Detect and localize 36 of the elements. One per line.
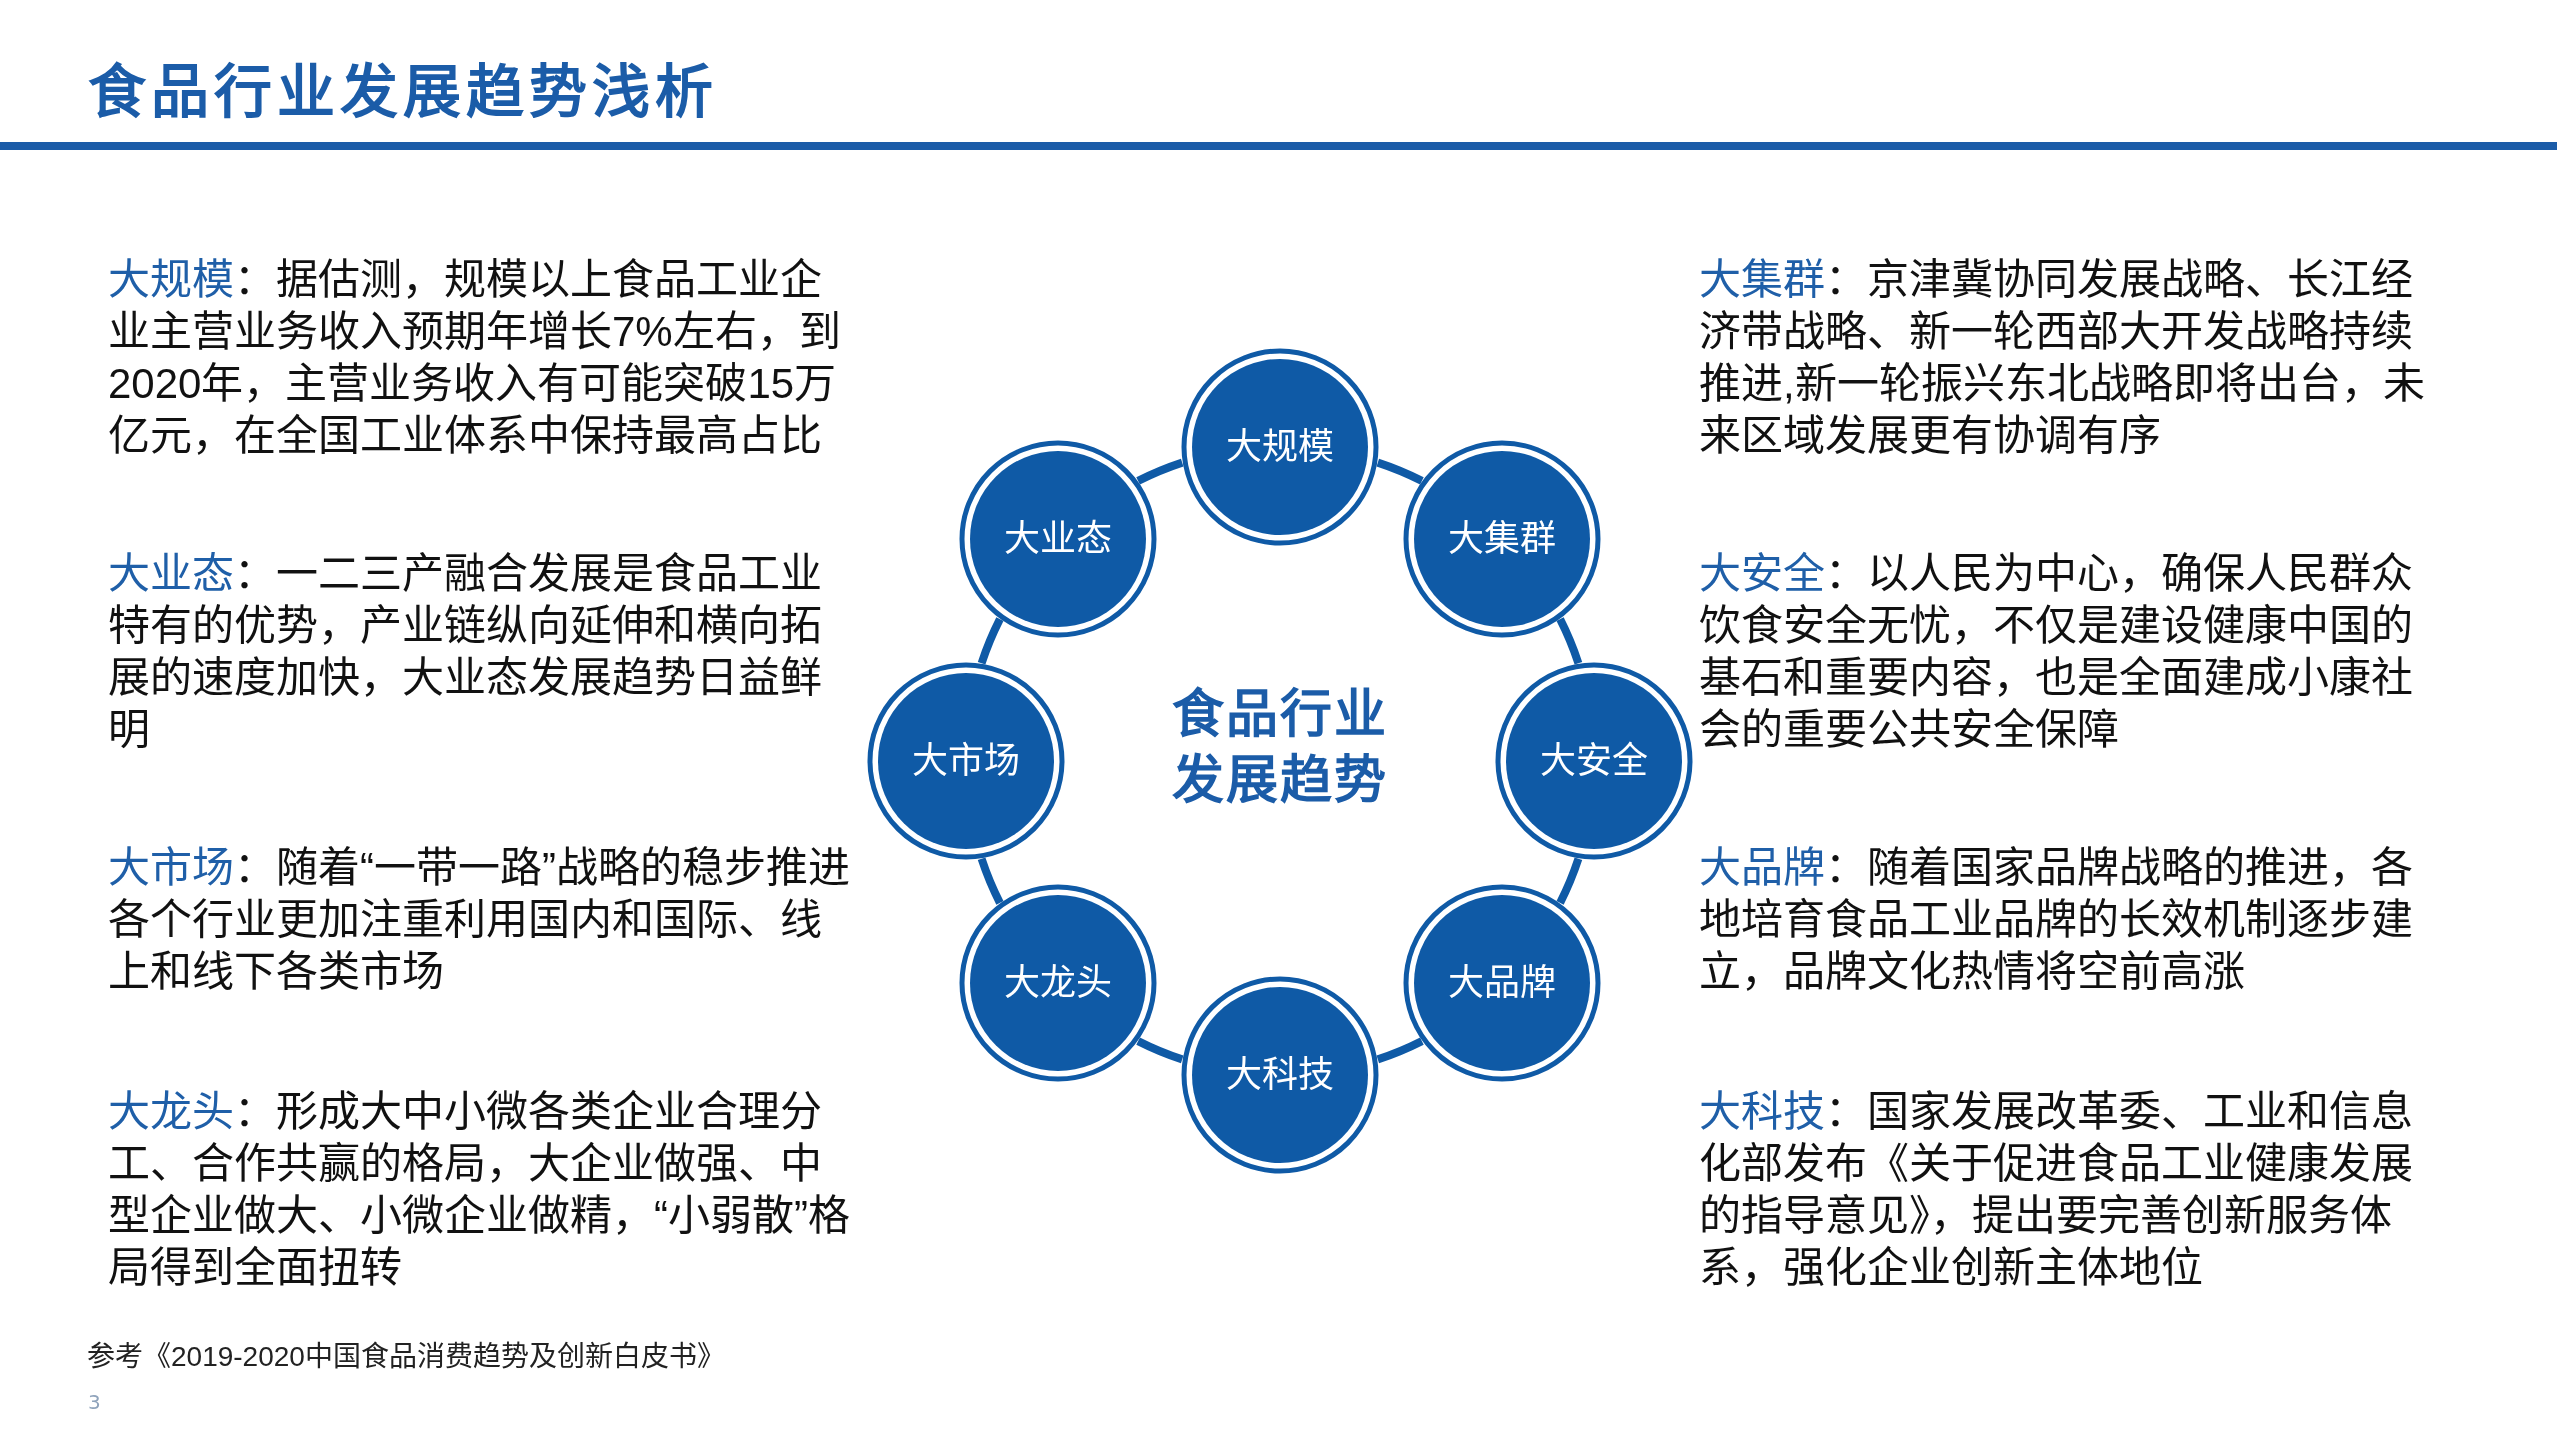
description-text: 大安全：以人民为中心，确保人民群众饮食安全无忧，不仅是建设健康中国的基石和重要内容，也是全面建成小康社会的重要公共安全保障	[1699, 549, 2414, 755]
connector-line	[977, 857, 1004, 905]
center-title: 食品行业发展趋势	[1171, 683, 1389, 812]
circle-node	[867, 662, 1065, 860]
node-label: 大业态	[1003, 516, 1112, 561]
node-label: 大品牌	[1448, 961, 1557, 1006]
reference-note: 参考《2019-2020中国食品消费趋势及创新白皮书》	[87, 1340, 725, 1374]
connector-line	[1376, 458, 1424, 485]
circle-node	[1495, 662, 1693, 860]
circle-node	[1181, 348, 1379, 546]
circle-node	[958, 884, 1157, 1083]
connector-line	[1376, 1037, 1424, 1064]
description-text: 大科技：国家发展改革委、工业和信息化部发布《关于促进食品工业健康发展的指导意见》，提出要完善创新服务体系，强化企业创新主体地位	[1699, 1087, 2414, 1293]
circle-node	[1403, 439, 1602, 638]
connector-line	[977, 617, 1004, 665]
description-text: 大品牌：随着国家品牌战略的推进，各地培育食品工业品牌的长效机制逐步建立，品牌文化热情将空前高涨	[1699, 843, 2414, 997]
slide-title: 食品行业发展趋势浅析	[88, 57, 718, 128]
connector-line	[1556, 857, 1583, 905]
node-label: 大龙头	[1003, 961, 1112, 1006]
description-text: 大龙头：形成大中小微各类企业合理分工、合作共赢的格局，大企业做强、中型企业做大、小微企业做精，“小弱散”格局得到全面扭转	[108, 1087, 851, 1293]
node-label: 大安全	[1540, 739, 1648, 783]
node-label: 大集群	[1448, 516, 1557, 561]
description-text: 大集群：京津冀协同发展战略、长江经济带战略、新一轮西部大开发战略持续推进,新一轮振兴东北战略即将出台，未来区域发展更有协调有序	[1699, 255, 2426, 461]
page-number: 3	[88, 1390, 101, 1414]
description-text: 大业态：一二三产融合发展是食品工业特有的优势，产业链纵向延伸和横向拓展的速度加快，大业态发展趋势日益鲜明	[108, 549, 823, 755]
node-label: 大科技	[1226, 1053, 1334, 1097]
circle-node	[1181, 976, 1379, 1174]
node-label: 大市场	[912, 739, 1020, 783]
description-text: 大规模：据估测，规模以上食品工业企业主营业务收入预期年增长7%左右，到2020年，主营业务收入有可能突破15万亿元，在全国工业体系中保持最高占比	[108, 255, 842, 461]
connector-line	[1136, 1037, 1184, 1064]
circle-node	[1403, 884, 1602, 1083]
node-label: 大规模	[1226, 425, 1334, 469]
connector-line	[1136, 458, 1184, 485]
connector-line	[1556, 617, 1583, 665]
description-text: 大市场：随着“一带一路”战略的稳步推进各个行业更加注重利用国内和国际、线上和线下各类市场	[108, 843, 851, 997]
circle-node	[958, 439, 1157, 638]
